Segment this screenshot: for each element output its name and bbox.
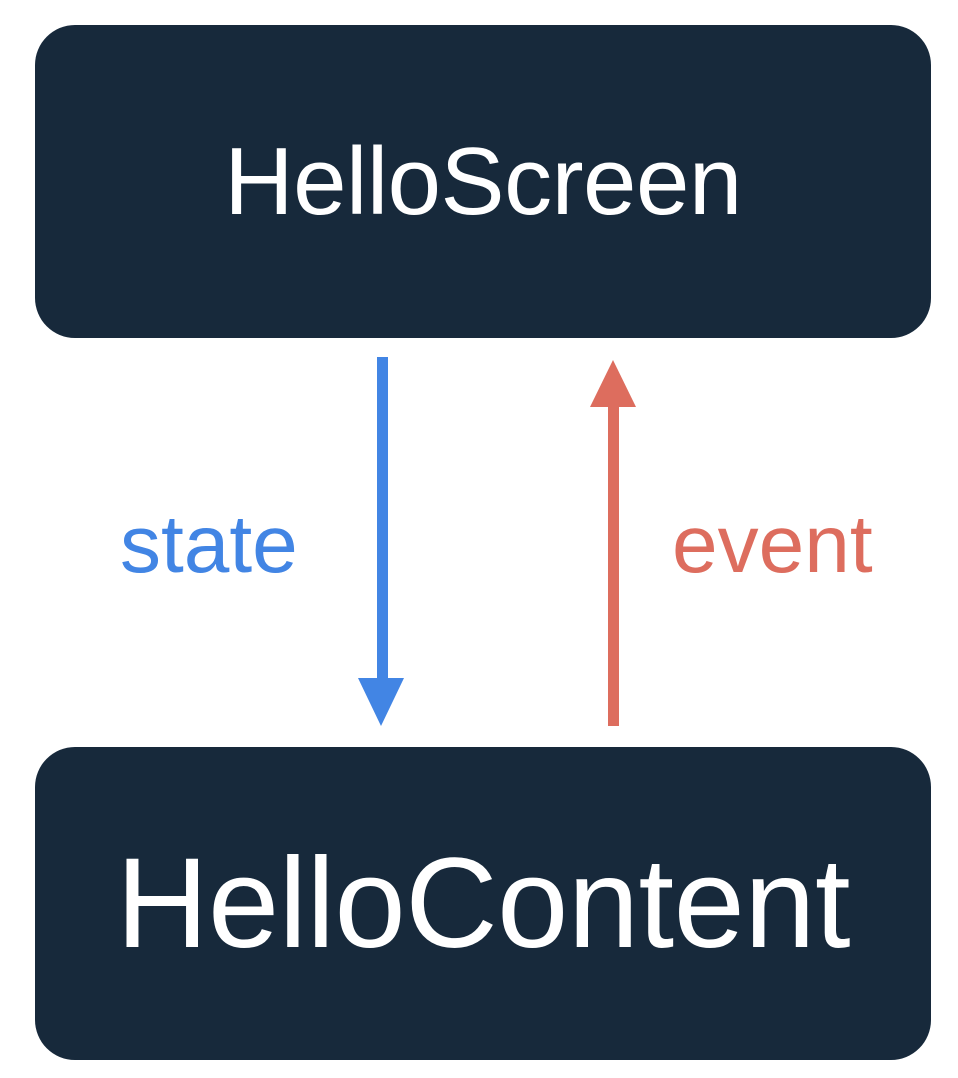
event-arrow-shaft <box>608 406 619 726</box>
event-arrow <box>590 360 636 726</box>
node-hello-screen[interactable]: HelloScreen <box>35 25 931 338</box>
state-arrow <box>358 357 404 726</box>
edge-label-state: state <box>120 499 298 590</box>
node-hello-screen-label: HelloScreen <box>224 127 742 235</box>
edge-label-event: event <box>672 499 873 590</box>
state-arrow-head <box>358 678 404 726</box>
state-arrow-shaft <box>377 357 388 679</box>
node-hello-content-label: HelloContent <box>116 831 851 975</box>
event-arrow-head <box>590 360 636 407</box>
node-hello-content[interactable]: HelloContent <box>35 747 931 1060</box>
